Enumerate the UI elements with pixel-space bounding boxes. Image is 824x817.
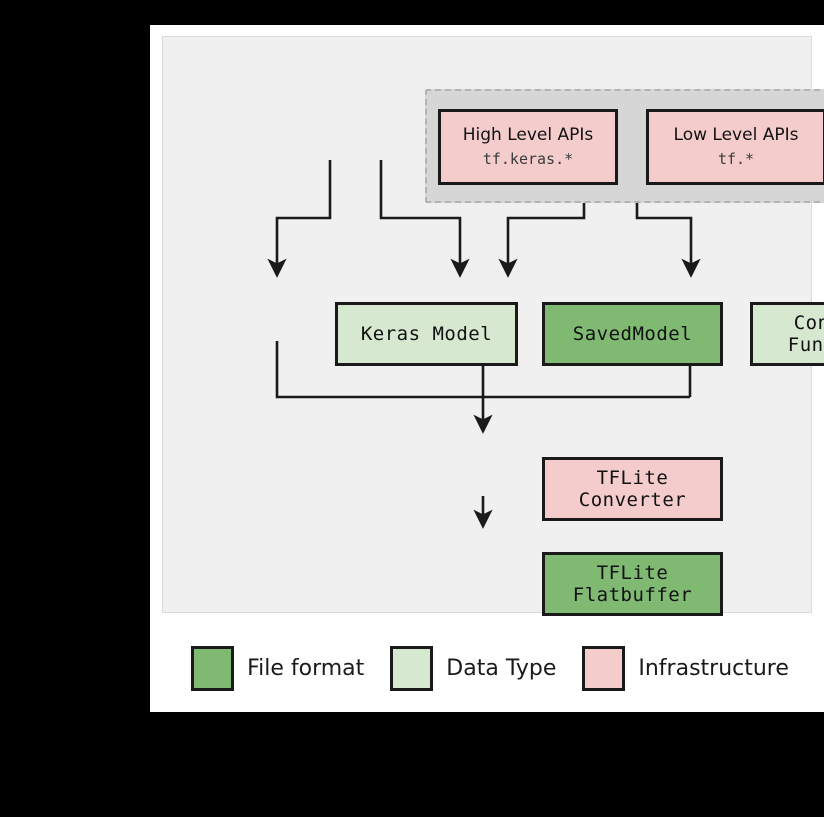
node-keras-model-title: Keras Model [360,322,493,345]
node-concrete-functions-subtitle: Functions [787,334,824,356]
legend-item-infrastructure: Infrastructure [582,645,789,691]
legend-swatch-file-format [191,645,235,691]
legend-label-file-format: File format [247,655,365,681]
node-tflite-flatbuffer[interactable]: TFLite Flatbuffer [542,552,723,616]
node-high-level-apis[interactable]: High Level APIs tf.keras.* [438,109,618,185]
node-tflite-converter-subtitle: Converter [578,489,687,511]
legend-swatch-infrastructure [582,645,626,691]
node-low-level-apis[interactable]: Low Level APIs tf.* [646,109,824,185]
legend-swatch-data-type [390,645,434,691]
node-saved-model[interactable]: SavedModel [542,302,723,366]
legend: File format Data Type Infrastructure [150,640,824,696]
legend-item-data-type: Data Type [390,645,557,691]
node-tflite-flatbuffer-title: TFLite [596,561,669,584]
node-saved-model-title: SavedModel [572,322,693,345]
node-high-level-apis-subtitle: tf.keras.* [482,150,574,169]
node-concrete-functions-title: Concrete [793,311,824,334]
legend-label-infrastructure: Infrastructure [638,655,789,681]
node-low-level-apis-title: Low Level APIs [673,125,799,146]
node-tflite-converter[interactable]: TFLite Converter [542,457,723,521]
node-low-level-apis-subtitle: tf.* [717,150,755,169]
legend-label-data-type: Data Type [446,655,557,681]
node-high-level-apis-title: High Level APIs [462,125,594,146]
legend-item-file-format: File format [191,645,365,691]
node-tflite-flatbuffer-subtitle: Flatbuffer [572,584,693,606]
node-concrete-functions[interactable]: Concrete Functions [750,302,824,366]
figure-card: High Level APIs tf.keras.* Low Level API… [150,25,824,712]
node-keras-model[interactable]: Keras Model [335,302,518,366]
node-tflite-converter-title: TFLite [596,466,669,489]
